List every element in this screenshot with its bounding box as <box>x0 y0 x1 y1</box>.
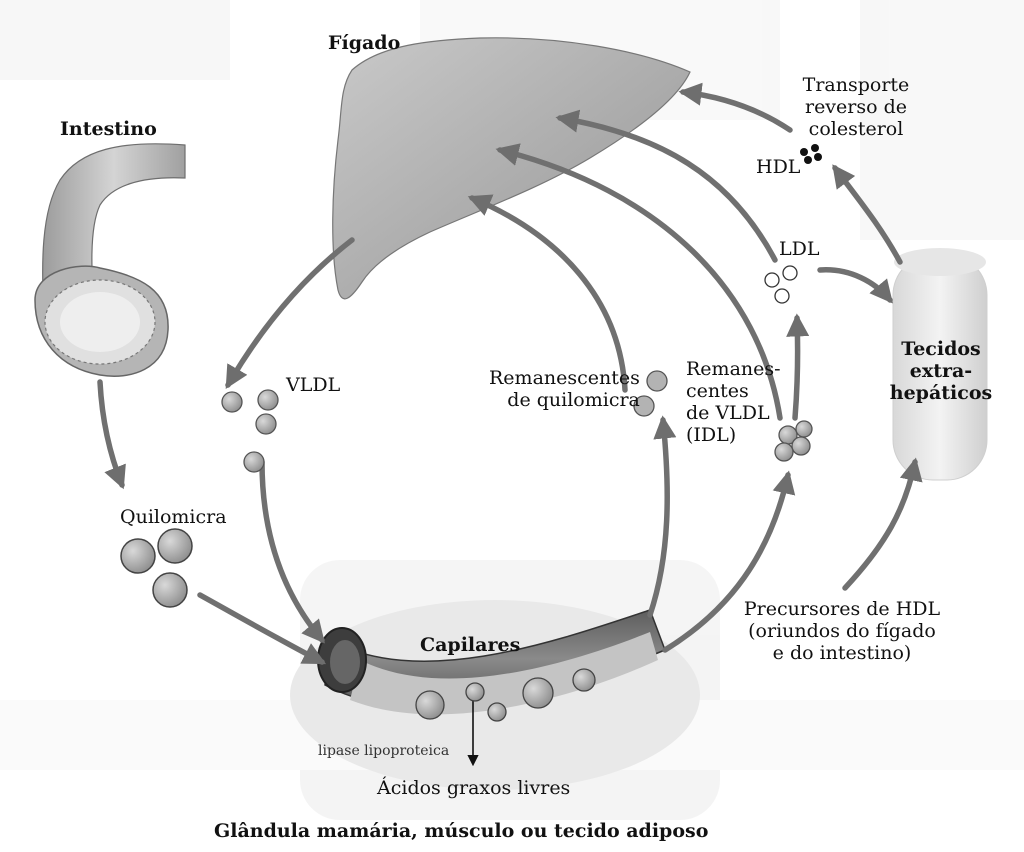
chylo-remnant-particles <box>633 370 668 417</box>
arrows <box>97 82 923 665</box>
hdl-particles <box>800 144 822 164</box>
arrow-tissue-to-hdl <box>832 164 903 265</box>
extrahepatic-label: Tecidos extra- hepáticos <box>889 338 993 404</box>
arrow-capillary-to-idl <box>662 470 796 653</box>
liver-label: Fígado <box>328 32 401 54</box>
intestine-label: Intestino <box>60 118 157 140</box>
extrahepatic-tissue-shape <box>892 248 988 481</box>
arrow-chylo-remnants-to-liver <box>467 194 628 393</box>
vldl-label: VLDL <box>286 374 341 396</box>
chylomicron-particles <box>120 528 193 608</box>
ldl-label: LDL <box>779 238 820 260</box>
arrow-idl-to-ldl <box>786 313 810 421</box>
intestine-shape <box>34 143 186 377</box>
arrow-ldl-to-liver <box>555 109 778 263</box>
arrow-capillary-to-chylo-remnants <box>647 415 677 618</box>
arrow-ldl-to-tissue <box>817 267 893 304</box>
arrow-liver-to-vldl <box>225 237 355 389</box>
lipase-label: lipase lipoproteica <box>318 743 450 759</box>
chylomicron-label: Quilomicra <box>120 506 227 528</box>
arrow-hdl-to-liver <box>678 82 793 133</box>
arrow-precursor-to-tissue <box>842 457 923 591</box>
idl-particles <box>774 420 813 462</box>
target-tissues-label: Glândula mamária, músculo ou tecido adip… <box>214 820 709 842</box>
reverse-transport-label: Transporte reverso de colesterol <box>802 74 910 140</box>
chylo-remnants-label: Remanescentes de quilomicra <box>489 367 640 411</box>
arrow-chylomicron-to-capillary <box>197 592 327 665</box>
vldl-particles <box>221 389 279 473</box>
arrow-vldl-to-capillary <box>259 459 325 644</box>
idl-label: Remanes- centes de VLDL (IDL) <box>686 358 781 446</box>
arrow-intestine-to-chylomicron <box>97 379 126 490</box>
hdl-label: HDL <box>756 156 801 178</box>
capillaries-label: Capilares <box>420 634 521 656</box>
ldl-particles <box>764 265 798 304</box>
free-fatty-acids-label: Ácidos graxos livres <box>377 777 571 799</box>
hdl-precursors-label: Precursores de HDL (oriundos do fígado e… <box>743 598 941 664</box>
capillary-particles <box>415 668 596 722</box>
liver-shape <box>332 37 691 300</box>
arrow-idl-to-liver <box>495 143 783 421</box>
